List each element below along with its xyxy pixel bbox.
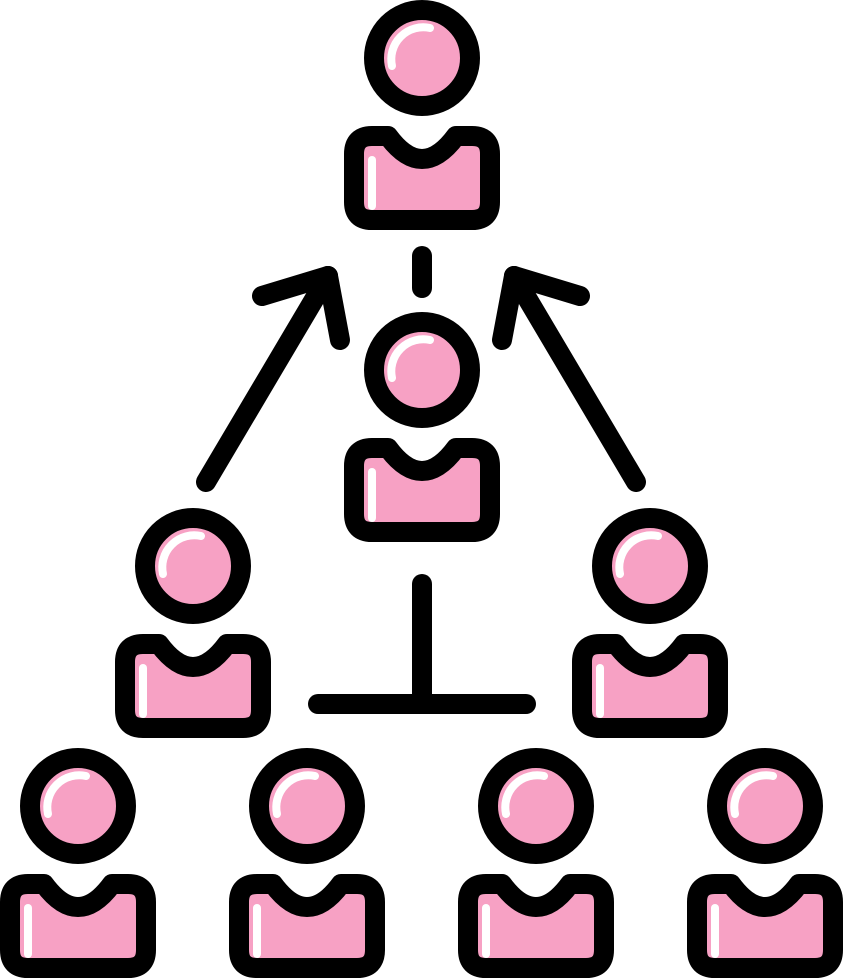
arrow-shaft bbox=[196, 266, 338, 492]
head-outline bbox=[364, 312, 480, 428]
head-outline bbox=[20, 748, 136, 864]
arrow-shaft bbox=[504, 266, 646, 492]
head-highlight bbox=[730, 771, 777, 818]
head-highlight bbox=[387, 23, 434, 70]
body-fill bbox=[354, 448, 490, 532]
head-outline bbox=[249, 748, 365, 864]
body-outline bbox=[229, 874, 385, 978]
body-outline bbox=[458, 874, 614, 978]
body-outline bbox=[344, 438, 500, 542]
person-icon-member-1 bbox=[0, 748, 156, 978]
body-outline bbox=[0, 874, 156, 978]
head-outline bbox=[478, 748, 594, 864]
body-fill bbox=[239, 884, 375, 968]
arrow-head-left bbox=[492, 266, 524, 350]
head-outline bbox=[592, 508, 708, 624]
head-highlight bbox=[615, 531, 662, 578]
arrow-up-left-icon bbox=[196, 266, 350, 492]
arrow-up-right-icon bbox=[492, 266, 646, 492]
person-icon-manager bbox=[344, 312, 500, 542]
head-highlight bbox=[158, 531, 205, 578]
body-fill bbox=[582, 644, 718, 728]
body-fill bbox=[697, 884, 833, 968]
t-connector bbox=[308, 574, 536, 714]
body-outline bbox=[572, 634, 728, 738]
head-outline bbox=[135, 508, 251, 624]
arrow-head-left bbox=[252, 266, 338, 306]
arrow-head-right bbox=[318, 266, 350, 350]
arrow-head-right bbox=[504, 266, 590, 306]
body-fill bbox=[125, 644, 261, 728]
head-outline bbox=[364, 0, 480, 116]
person-icon-leader bbox=[344, 0, 500, 230]
head-highlight bbox=[501, 771, 548, 818]
person-icon-lead-left bbox=[115, 508, 271, 738]
connectors bbox=[196, 246, 646, 714]
body-outline bbox=[687, 874, 843, 978]
person-icon-lead-right bbox=[572, 508, 728, 738]
body-fill bbox=[468, 884, 604, 968]
person-icon-member-4 bbox=[687, 748, 843, 978]
head-outline bbox=[707, 748, 823, 864]
body-fill bbox=[10, 884, 146, 968]
person-icon-member-3 bbox=[458, 748, 614, 978]
head-highlight bbox=[272, 771, 319, 818]
body-outline bbox=[115, 634, 271, 738]
head-highlight bbox=[43, 771, 90, 818]
head-highlight bbox=[387, 335, 434, 382]
person-icon-member-2 bbox=[229, 748, 385, 978]
body-outline bbox=[344, 126, 500, 230]
body-fill bbox=[354, 136, 490, 220]
